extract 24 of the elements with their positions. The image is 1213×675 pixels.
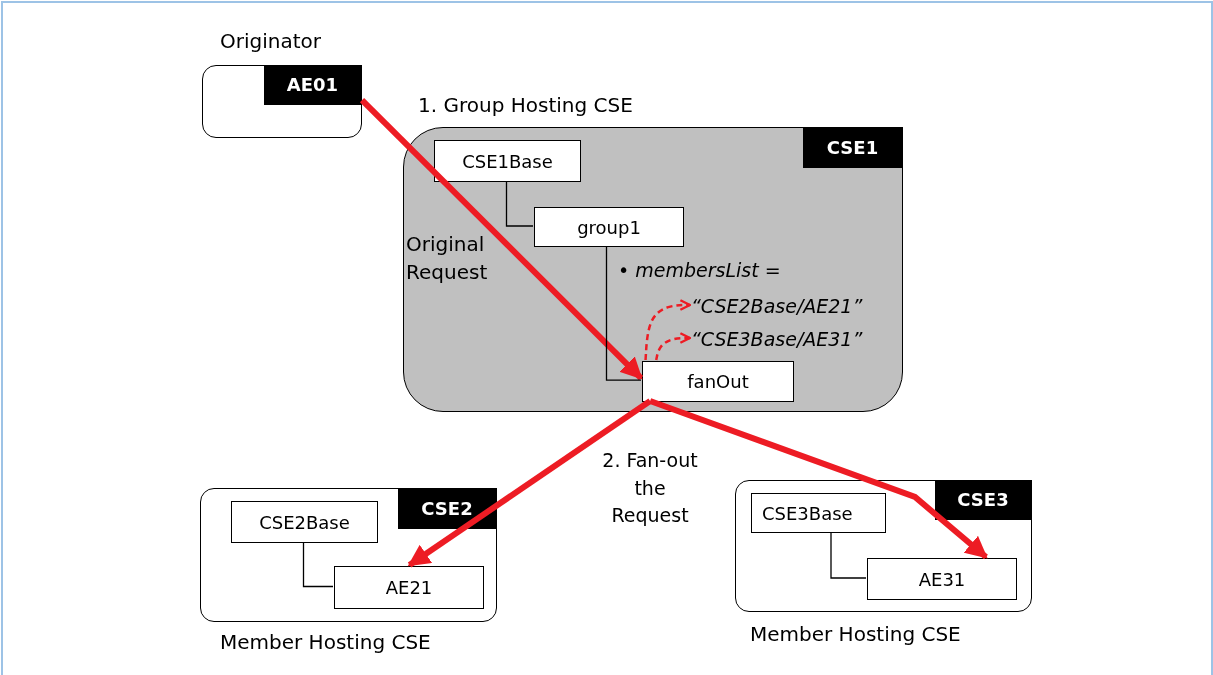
node-label: 1. Group Hosting CSE (418, 92, 633, 119)
cse-container (735, 480, 1032, 612)
attribute-text: • membersList = (618, 258, 781, 283)
resource-box: CSE1Base (434, 140, 581, 182)
resource-box: AE21 (334, 566, 484, 609)
node-label: Originator (220, 28, 321, 55)
cse-container (200, 488, 497, 622)
name-tab: CSE3 (934, 479, 1032, 520)
name-tab: CSE1 (802, 126, 903, 168)
step-label: 2. Fan-out the Request (601, 448, 699, 529)
resource-box: AE31 (867, 558, 1017, 600)
resource-box: fanOut (642, 361, 794, 402)
member-path: “CSE2Base/AE21” (691, 291, 891, 321)
resource-box: CSE3Base (751, 493, 886, 533)
resource-box: group1 (534, 207, 684, 247)
node-label: Member Hosting CSE (750, 621, 961, 648)
member-path: “CSE3Base/AE31” (691, 324, 891, 354)
edge-label: Original Request (406, 231, 489, 286)
cse-container (403, 127, 903, 412)
name-tab: AE01 (263, 64, 362, 105)
name-tab: CSE2 (397, 487, 497, 529)
resource-box: CSE2Base (231, 501, 378, 543)
node-label: Member Hosting CSE (220, 629, 431, 656)
cse-container (202, 65, 362, 138)
